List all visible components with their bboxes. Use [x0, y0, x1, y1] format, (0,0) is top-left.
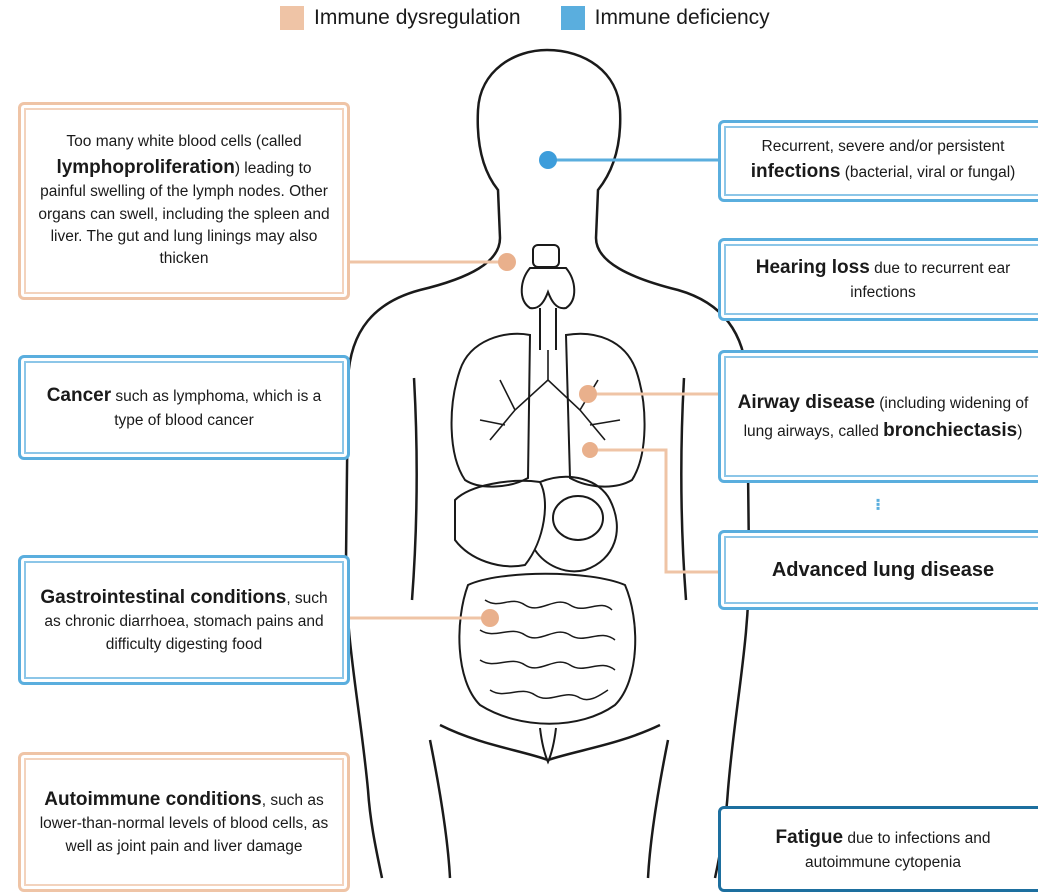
card-advanced-lung-disease-text: Advanced lung disease	[772, 556, 994, 585]
stomach-icon	[455, 477, 617, 571]
hearing-text: due to recurrent ear infections	[850, 260, 1010, 301]
autoimmune-bold: Autoimmune conditions	[44, 789, 261, 810]
card-fatigue: Fatigue due to infections and autoimmune…	[718, 806, 1038, 892]
card-gastrointestinal: Gastrointestinal conditions, such as chr…	[18, 555, 350, 685]
infections-text-a: Recurrent, severe and/or persistent	[762, 138, 1005, 155]
ellipsis-icon: ▪▪▪	[876, 498, 880, 510]
card-autoimmune-text: Autoimmune conditions, such as lower-tha…	[35, 786, 333, 858]
card-lymphoproliferation-text: Too many white blood cells (called lymph…	[35, 131, 333, 271]
airway-bold-a: Airway disease	[738, 392, 875, 413]
card-airway-disease-text: Airway disease (including widening of lu…	[735, 389, 1031, 444]
marker-infections	[539, 151, 557, 169]
card-infections-text: Recurrent, severe and/or persistent infe…	[751, 136, 1016, 186]
lympho-text-a: Too many white blood cells (called	[66, 133, 301, 150]
cancer-bold: Cancer	[47, 385, 111, 406]
card-cancer: Cancer such as lymphoma, which is a type…	[18, 355, 350, 460]
card-cancer-text: Cancer such as lymphoma, which is a type…	[35, 382, 333, 432]
fatigue-bold: Fatigue	[776, 827, 844, 848]
marker-airway	[579, 385, 597, 403]
marker-gastro	[481, 609, 499, 627]
intestines-icon	[459, 574, 635, 762]
card-infections: Recurrent, severe and/or persistent infe…	[718, 120, 1038, 202]
marker-lympho	[498, 253, 516, 271]
card-hearing-loss-text: Hearing loss due to recurrent ear infect…	[735, 254, 1031, 304]
card-gastrointestinal-text: Gastrointestinal conditions, such as chr…	[35, 584, 333, 656]
card-hearing-loss: Hearing loss due to recurrent ear infect…	[718, 238, 1038, 321]
gastro-bold: Gastrointestinal conditions	[40, 587, 286, 608]
marker-advanced	[582, 442, 598, 458]
infections-text-b: (bacterial, viral or fungal)	[840, 164, 1015, 181]
airway-text-end: )	[1017, 423, 1022, 440]
lympho-bold: lymphoproliferation	[56, 157, 234, 178]
hearing-bold: Hearing loss	[756, 257, 870, 278]
card-lymphoproliferation: Too many white blood cells (called lymph…	[18, 102, 350, 300]
advanced-bold: Advanced lung disease	[772, 559, 994, 581]
connector-lines	[348, 151, 722, 627]
lungs-icon	[452, 334, 645, 487]
card-airway-disease: Airway disease (including widening of lu…	[718, 350, 1038, 483]
cancer-text: such as lymphoma, which is a type of blo…	[111, 388, 321, 429]
airway-bold-b: bronchiectasis	[883, 420, 1017, 441]
human-body-outline-icon	[346, 50, 749, 878]
infections-bold: infections	[751, 161, 841, 182]
card-autoimmune: Autoimmune conditions, such as lower-tha…	[18, 752, 350, 892]
card-fatigue-text: Fatigue due to infections and autoimmune…	[735, 824, 1031, 874]
card-advanced-lung-disease: Advanced lung disease	[718, 530, 1038, 610]
